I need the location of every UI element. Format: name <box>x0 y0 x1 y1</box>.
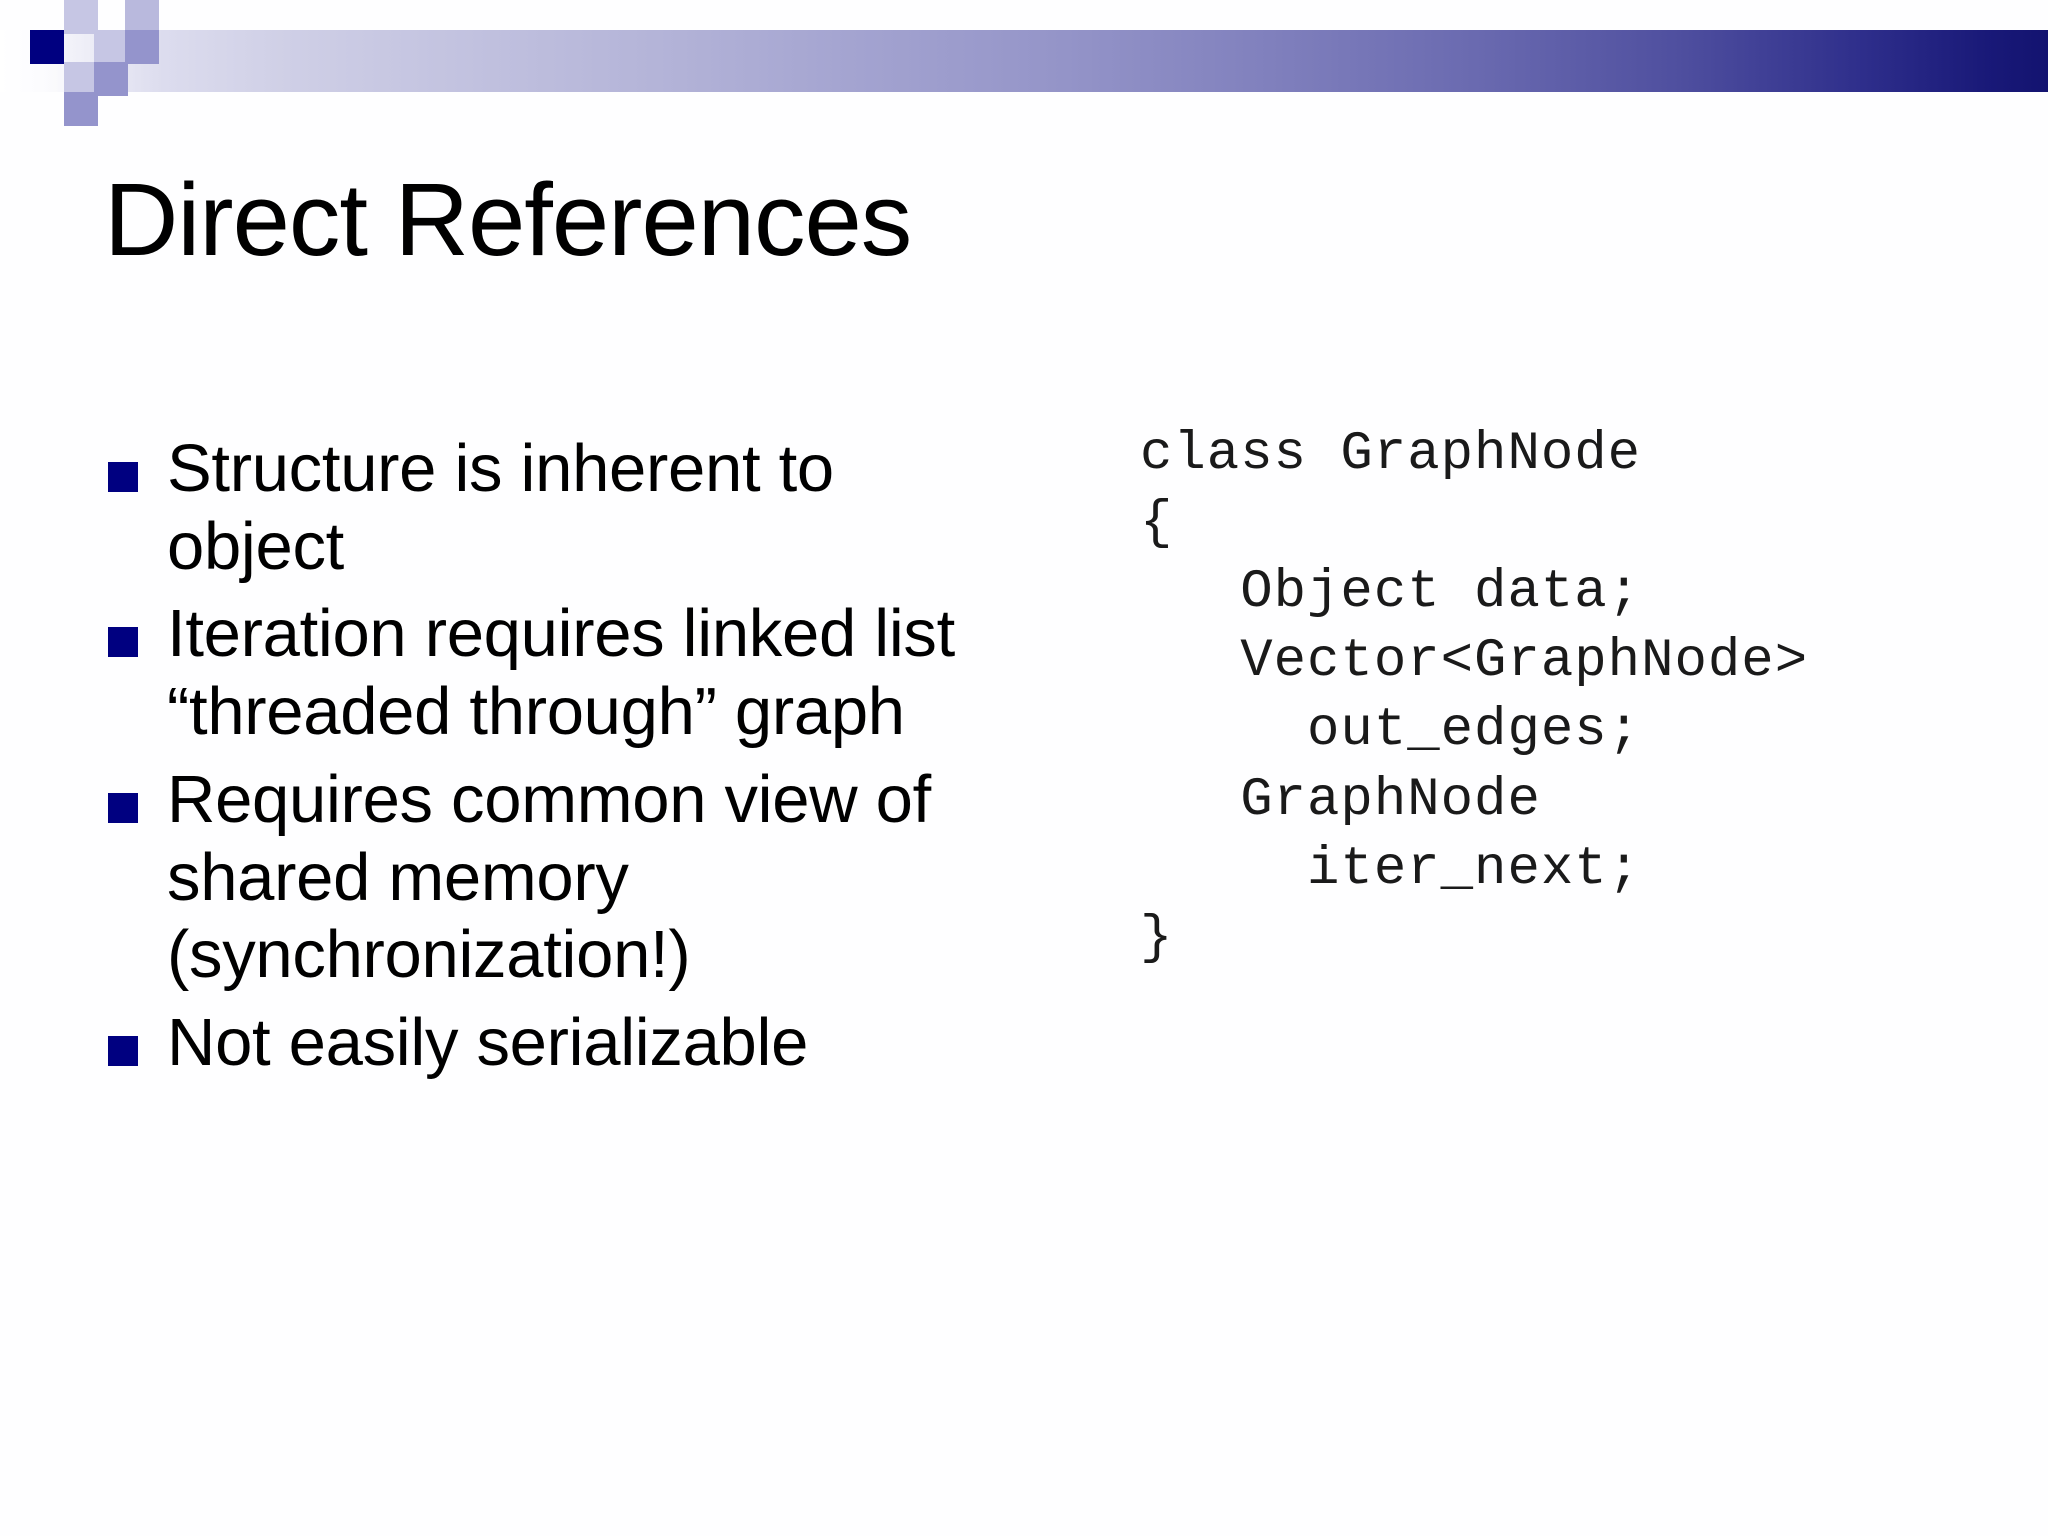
mid-square-b <box>125 30 159 64</box>
header-decoration <box>0 0 2048 126</box>
mid-square-a <box>125 0 159 34</box>
square-bullet-icon <box>108 462 138 492</box>
code-line: { <box>1140 493 1174 555</box>
mid-square-d <box>64 92 98 126</box>
list-item: Requires common view of shared memory (s… <box>108 761 1088 994</box>
square-bullet-icon <box>108 627 138 658</box>
bullet-label: Iteration requires linked list “threaded… <box>167 596 955 750</box>
list-item: Structure is inherent to object <box>108 430 1088 585</box>
header-gradient-band <box>0 30 2048 92</box>
bullet-label: Requires common view of shared memory (s… <box>167 761 931 993</box>
square-bullet-icon <box>108 1036 138 1067</box>
code-line: Vector<GraphNode> <box>1140 631 1809 693</box>
code-line: Object data; <box>1140 562 1642 624</box>
code-block: class GraphNode { Object data; Vector<Gr… <box>1140 420 1990 973</box>
bullet-list: Structure is inherent to object Iteratio… <box>108 430 1088 1092</box>
light-square-b <box>94 30 128 64</box>
light-square-c <box>64 62 98 96</box>
bullet-label: Not easily serializable <box>167 1005 809 1081</box>
code-line: iter_next; <box>1140 838 1642 900</box>
mid-square-c <box>94 62 128 96</box>
square-bullet-icon <box>108 792 138 823</box>
code-line: GraphNode <box>1140 769 1541 831</box>
light-square-a <box>64 0 98 34</box>
code-line: } <box>1140 907 1174 969</box>
page-title: Direct References <box>104 162 912 277</box>
bullet-label: Structure is inherent to object <box>167 431 834 584</box>
navy-square <box>30 30 64 64</box>
list-item: Iteration requires linked list “threaded… <box>108 595 1088 750</box>
code-line: out_edges; <box>1140 700 1642 762</box>
list-item: Not easily serializable <box>108 1004 1088 1082</box>
code-line: class GraphNode <box>1140 424 1642 485</box>
